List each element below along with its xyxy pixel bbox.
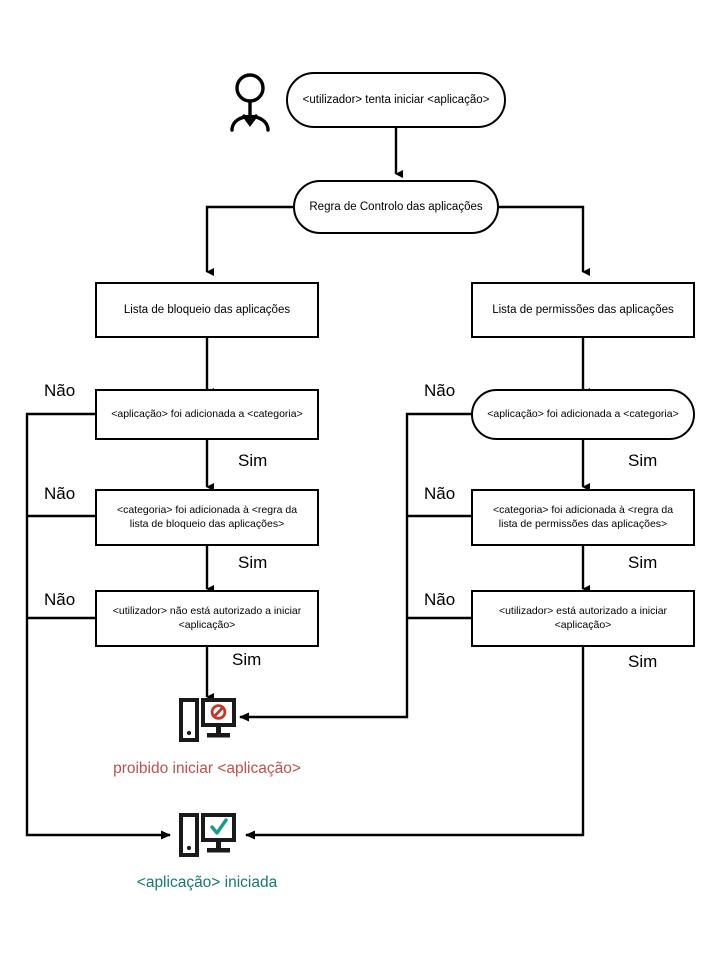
- node-allow-app-in-category[interactable]: <aplicação> foi adicionada a <categoria>: [471, 389, 695, 440]
- node-deny-category-in-rule-label: <categoria> foi adicionada à <regra da l…: [116, 504, 298, 530]
- node-allow-category-in-rule[interactable]: <categoria> foi adicionada à <regra da l…: [471, 489, 695, 546]
- node-rule-label: Regra de Controlo das aplicações: [309, 200, 483, 213]
- edge-label-left-nao-3: Não: [44, 590, 76, 609]
- node-start-label: <utilizador> tenta iniciar <aplicação>: [302, 93, 490, 106]
- edge-label-right-sim-2: Sim: [628, 553, 658, 572]
- node-allow-list[interactable]: Lista de permissões das aplicações: [471, 282, 695, 338]
- edge-label-right-nao-1: Não: [424, 381, 456, 400]
- node-allow-app-in-category-label: <aplicação> foi adicionada a <categoria>: [487, 407, 679, 420]
- edge-right-nao-bus: [239, 412, 471, 722]
- node-deny-user-not-allowed[interactable]: <utilizador> não está autorizado a inici…: [95, 590, 319, 647]
- edge-label-left-sim-3: Sim: [232, 650, 262, 669]
- edge-label-left-nao-1: Não: [44, 381, 76, 400]
- edge-label-right-nao-2: Não: [424, 484, 456, 503]
- node-allow-category-in-rule-label: <categoria> foi adicionada à <regra da l…: [492, 504, 674, 530]
- node-deny-app-in-category-label: <aplicação> foi adicionada a <categoria>: [111, 407, 303, 420]
- started-terminal-label: <aplicação> iniciada: [136, 874, 278, 891]
- node-deny-list-label: Lista de bloqueio das aplicações: [123, 303, 291, 316]
- node-allow-user-allowed[interactable]: <utilizador> está autorizado a iniciar <…: [471, 590, 695, 647]
- node-deny-app-in-category[interactable]: <aplicação> foi adicionada a <categoria>: [95, 389, 319, 440]
- node-deny-category-in-rule[interactable]: <categoria> foi adicionada à <regra da l…: [95, 489, 319, 546]
- utilizador-actor-icon: [222, 72, 280, 134]
- blocked-terminal-label: proibido iniciar <aplicação>: [113, 760, 301, 777]
- node-start[interactable]: <utilizador> tenta iniciar <aplicação>: [286, 72, 506, 128]
- edge-label-right-sim-1: Sim: [628, 451, 658, 470]
- edge-label-right-nao-3: Não: [424, 590, 456, 609]
- computer-allowed-icon: [179, 812, 236, 860]
- node-rule[interactable]: Regra de Controlo das aplicações: [293, 180, 499, 234]
- edge-label-left-nao-2: Não: [44, 484, 76, 503]
- edge-rule-to-deny-list: [205, 205, 293, 276]
- edge-label-left-sim-2: Sim: [238, 553, 268, 572]
- node-deny-user-not-allowed-label: <utilizador> não está autorizado a inici…: [112, 605, 302, 631]
- edge-label-right-sim-3: Sim: [628, 652, 658, 671]
- node-deny-list[interactable]: Lista de bloqueio das aplicações: [95, 282, 319, 338]
- edge-rule-to-allow-list: [499, 205, 590, 276]
- edge-label-left-sim-1: Sim: [238, 451, 268, 470]
- node-allow-user-allowed-label: <utilizador> está autorizado a iniciar <…: [498, 605, 668, 631]
- node-allow-list-label: Lista de permissões das aplicações: [492, 303, 674, 316]
- computer-blocked-icon: [179, 697, 236, 745]
- edge-right-sim-to-started: [245, 647, 585, 840]
